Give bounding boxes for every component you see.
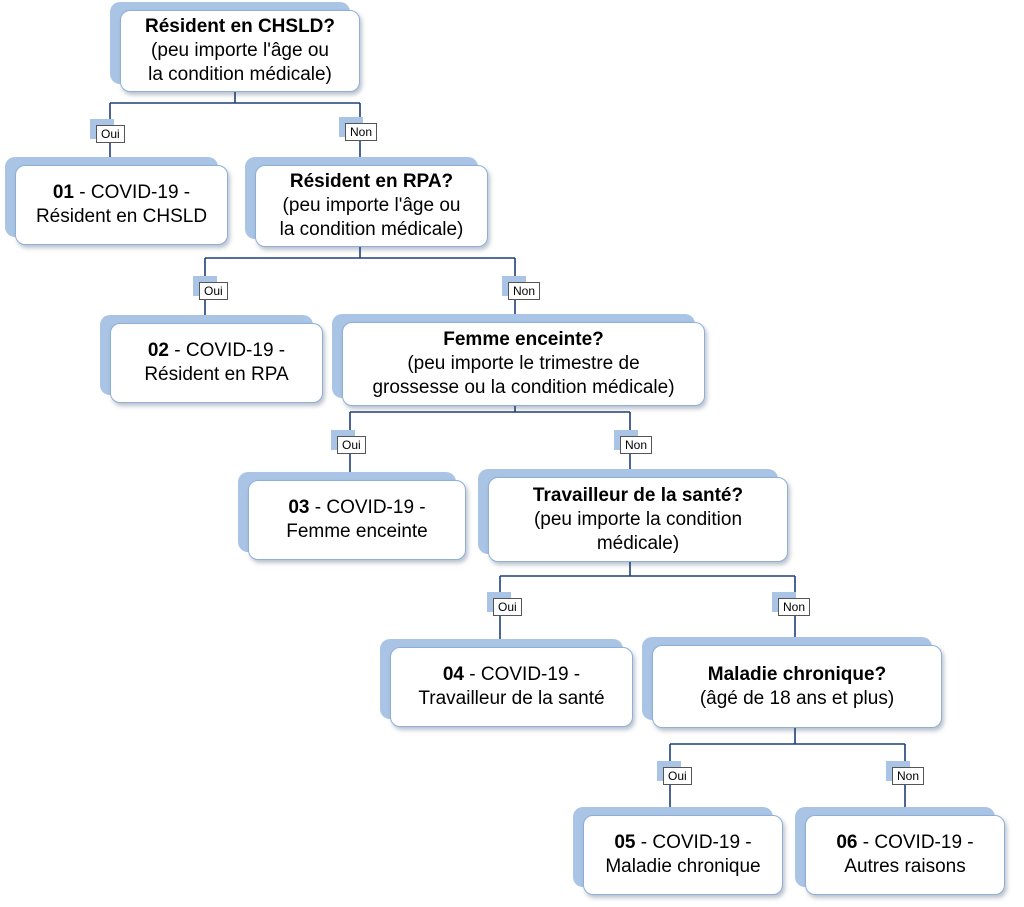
question-health-worker: Travailleur de la santé? (peu importe la… [478, 469, 788, 562]
question-subtitle: (âgé de 18 ans et plus) [699, 687, 895, 709]
result-text: - COVID-19 - [635, 832, 752, 853]
yes-label: Oui [663, 767, 692, 785]
result-text: - COVID-19 - [857, 832, 974, 853]
no-tag: Non [772, 592, 811, 616]
question-rpa: Résident en RPA? (peu importe l'âge ou l… [245, 157, 488, 247]
result-code: 01 [52, 182, 74, 203]
question-title: Femme enceinte? [443, 329, 604, 350]
result-line: 04 - COVID-19 - [443, 663, 580, 687]
no-tag: Non [339, 117, 378, 141]
no-label: Non [345, 123, 378, 141]
result-label: Femme enceinte [286, 521, 428, 542]
yes-label: Oui [96, 125, 125, 143]
result-text: - COVID-19 - [169, 340, 286, 361]
no-tag: Non [886, 761, 925, 785]
result-02: 02 - COVID-19 - Résident en RPA [100, 315, 323, 403]
result-01: 01 - COVID-19 - Résident en CHSLD [5, 157, 228, 245]
result-line: 06 - COVID-19 - [836, 831, 973, 855]
result-code: 02 [147, 340, 169, 361]
no-tag: Non [502, 276, 541, 300]
yes-tag: Oui [657, 761, 692, 785]
yes-label: Oui [337, 436, 366, 454]
result-text: - COVID-19 - [309, 497, 426, 518]
question-subtitle: la condition médicale) [148, 64, 332, 85]
yes-tag: Oui [331, 430, 366, 454]
no-label: Non [508, 282, 541, 300]
result-text: - COVID-19 - [74, 182, 191, 203]
yes-label: Oui [199, 282, 228, 300]
result-line: 01 - COVID-19 - [53, 181, 190, 205]
result-06: 06 - COVID-19 - Autres raisons [795, 807, 1005, 895]
yes-label: Oui [493, 598, 522, 616]
yes-tag: Oui [193, 276, 228, 300]
question-chsld: Résident en CHSLD? (peu importe l'âge ou… [110, 2, 360, 92]
question-subtitle: (peu importe l'âge ou [151, 40, 329, 61]
question-pregnant: Femme enceinte? (peu importe le trimestr… [332, 314, 705, 406]
result-line: 03 - COVID-19 - [288, 496, 425, 520]
no-label: Non [892, 767, 925, 785]
no-label: Non [778, 598, 811, 616]
result-code: 06 [836, 832, 858, 853]
question-title: Résident en CHSLD? [144, 16, 336, 37]
result-code: 04 [442, 664, 464, 685]
result-label: Travailleur de la santé [418, 688, 605, 709]
result-label: Résident en RPA [144, 364, 289, 385]
question-title: Résident en RPA? [289, 171, 454, 192]
question-subtitle: grossesse ou la condition médicale) [372, 377, 675, 398]
yes-tag: Oui [90, 119, 125, 143]
result-code: 05 [614, 832, 636, 853]
question-subtitle: (peu importe l'âge ou [282, 195, 461, 216]
result-label: Maladie chronique [605, 856, 761, 877]
result-code: 03 [288, 497, 310, 518]
question-subtitle: la condition médicale) [279, 219, 464, 240]
result-label: Résident en CHSLD [35, 206, 208, 227]
question-title: Travailleur de la santé? [532, 484, 744, 506]
result-line: 05 - COVID-19 - [614, 831, 751, 855]
question-subtitle: médicale) [596, 532, 680, 554]
yes-tag: Oui [487, 592, 522, 616]
result-label: Autres raisons [844, 856, 966, 877]
result-text: - COVID-19 - [464, 664, 581, 685]
result-03: 03 - COVID-19 - Femme enceinte [238, 472, 466, 560]
question-chronic-disease: Maladie chronique? (âgé de 18 ans et plu… [642, 637, 942, 728]
result-05: 05 - COVID-19 - Maladie chronique [573, 807, 783, 895]
no-label: Non [620, 436, 653, 454]
result-line: 02 - COVID-19 - [148, 339, 285, 363]
no-tag: Non [614, 430, 653, 454]
result-04: 04 - COVID-19 - Travailleur de la santé [380, 639, 633, 727]
question-subtitle: (peu importe la condition [533, 508, 743, 530]
question-title: Maladie chronique? [707, 663, 887, 685]
question-subtitle: (peu importe le trimestre de [407, 353, 640, 374]
